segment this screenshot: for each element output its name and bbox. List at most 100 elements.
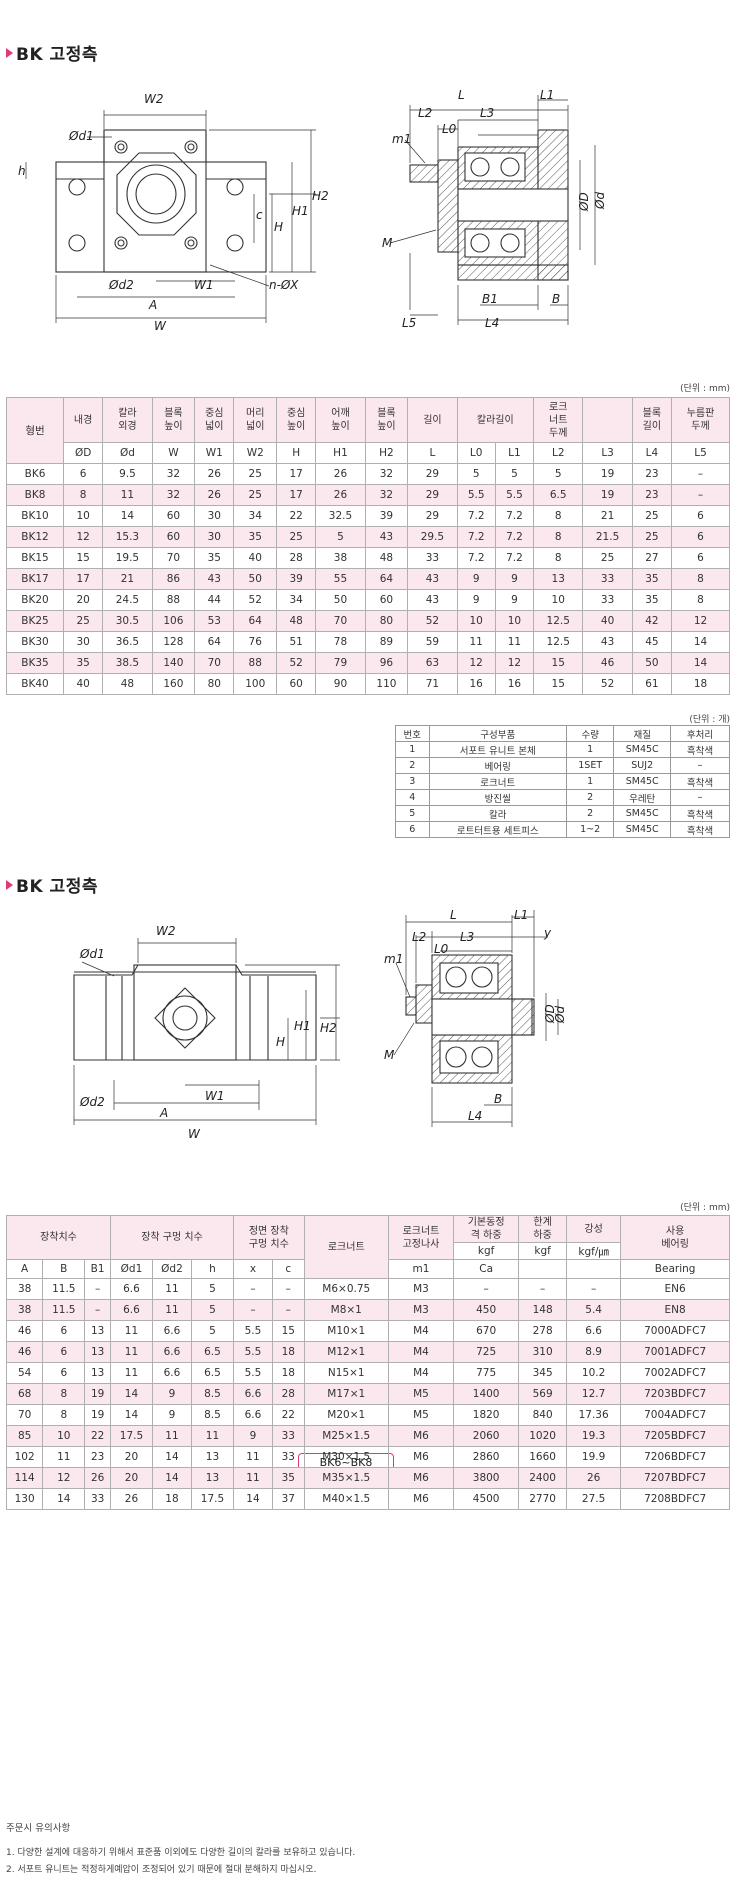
table-cell: 1820	[453, 1404, 520, 1426]
table1-subheader-0: ØD	[62, 442, 104, 464]
table-cell: 46	[5, 1320, 44, 1342]
table-cell: 15	[271, 1320, 305, 1342]
table-cell: M4	[387, 1320, 455, 1342]
parts-cell: 방진씰	[428, 789, 568, 806]
table-cell: 34	[233, 505, 278, 527]
table-cell: 80	[364, 610, 409, 632]
table-cell: 10	[456, 610, 496, 632]
table-cell: 11	[456, 631, 496, 653]
table-cell: 7207BDFC7	[620, 1467, 730, 1489]
parts-cell: SM45C	[613, 741, 672, 758]
table-cell: 33	[582, 568, 633, 590]
table-cell: 29.5	[407, 526, 458, 548]
table-cell: 18	[271, 1362, 305, 1384]
table-cell: 17.36	[565, 1404, 622, 1426]
parts-cell: 흑착색	[670, 741, 730, 758]
label-d-2: Ød	[553, 1006, 567, 1024]
label-H: H	[274, 220, 283, 234]
label-L1: L1	[540, 88, 554, 102]
table-cell: 840	[518, 1404, 567, 1426]
table-cell: 33	[407, 547, 458, 569]
table-cell: –	[565, 1278, 622, 1300]
table-cell: 6	[42, 1362, 86, 1384]
parts-cell: 2	[566, 789, 615, 806]
table-cell: 13	[84, 1341, 111, 1363]
table-cell: 7.2	[494, 526, 535, 548]
table-cell: 29	[407, 463, 458, 485]
table1-header-11: 로크 너트 두께	[533, 397, 584, 443]
table-cell: 22	[84, 1425, 111, 1447]
table-cell: M17×1	[303, 1383, 389, 1405]
table-cell: 25	[631, 505, 673, 527]
table-cell: 13	[190, 1446, 235, 1468]
table-cell: 9	[494, 589, 535, 611]
label-d: Ød	[593, 192, 607, 210]
table1-subheader-7: H2	[364, 442, 409, 464]
table-cell: 24.5	[102, 589, 153, 611]
table-cell: 14	[671, 652, 730, 674]
table-cell: 6.6	[151, 1341, 192, 1363]
table-cell: 10	[494, 610, 535, 632]
label-H2: H2	[312, 189, 329, 203]
table1-header-8: 블록 높이	[364, 397, 409, 443]
table-cell: 7208BDFC7	[620, 1488, 730, 1510]
table-cell: 30	[194, 526, 235, 548]
table-cell: 310	[518, 1341, 567, 1363]
table-cell: M6	[387, 1446, 455, 1468]
table-cell: 7206BDFC7	[620, 1446, 730, 1468]
parts-header-4: 후처리	[670, 725, 730, 742]
parts-header-3: 재질	[613, 725, 672, 742]
label-L4-2: L4	[468, 1109, 482, 1123]
table-cell: 3800	[453, 1467, 520, 1489]
label-W: W	[154, 319, 167, 333]
table-cell: N15×1	[303, 1362, 389, 1384]
table-cell: M40×1.5	[303, 1488, 389, 1510]
table-cell: 12	[42, 1467, 86, 1489]
table-cell: 1020	[518, 1425, 567, 1447]
table-cell: 64	[194, 631, 235, 653]
parts-cell: SM45C	[613, 773, 672, 790]
table-cell: M5	[387, 1383, 455, 1405]
table2-group-2: 정면 장착 구멍 치수	[233, 1215, 305, 1260]
table-cell: 8	[671, 568, 730, 590]
table-cell: 21.5	[582, 526, 633, 548]
table-cell: 14	[42, 1488, 86, 1510]
table-cell: 9	[151, 1404, 192, 1426]
table-cell: 114	[5, 1467, 44, 1489]
table2-subheader-13: Bearing	[620, 1259, 730, 1279]
section1-title: BK 고정측	[6, 40, 98, 65]
table1-header-4: 중심 넓이	[194, 397, 235, 443]
table1-header-9: 길이	[407, 397, 458, 443]
table-cell: 14	[109, 1404, 153, 1426]
table1-header-12	[582, 397, 633, 443]
table-cell: 85	[5, 1425, 44, 1447]
parts-cell: 1	[566, 773, 615, 790]
label-y: y	[543, 926, 552, 940]
table-cell: 12	[62, 526, 104, 548]
table-cell: 25	[62, 610, 104, 632]
table-cell: 43	[364, 526, 409, 548]
table1-subheader-3: W1	[194, 442, 235, 464]
label-H1-2: H1	[294, 1019, 311, 1033]
table-cell: 278	[518, 1320, 567, 1342]
table-cell: 5	[456, 463, 496, 485]
table-cell: 7.2	[456, 547, 496, 569]
label-A-2: A	[159, 1106, 168, 1120]
table-cell: 12.5	[533, 610, 584, 632]
table-cell: –	[271, 1299, 305, 1321]
table-cell: 26	[194, 484, 235, 506]
table-cell: 16	[494, 673, 535, 695]
parts-cell: –	[670, 757, 730, 774]
table-cell: –	[453, 1278, 520, 1300]
table-cell: 42	[631, 610, 673, 632]
parts-cell: 흑착색	[670, 821, 730, 838]
table-cell: 70	[5, 1404, 44, 1426]
parts-cell: 흑착색	[670, 805, 730, 822]
table2-subheader-2: B1	[84, 1259, 111, 1279]
table2-subheader-9: m1	[387, 1259, 455, 1279]
